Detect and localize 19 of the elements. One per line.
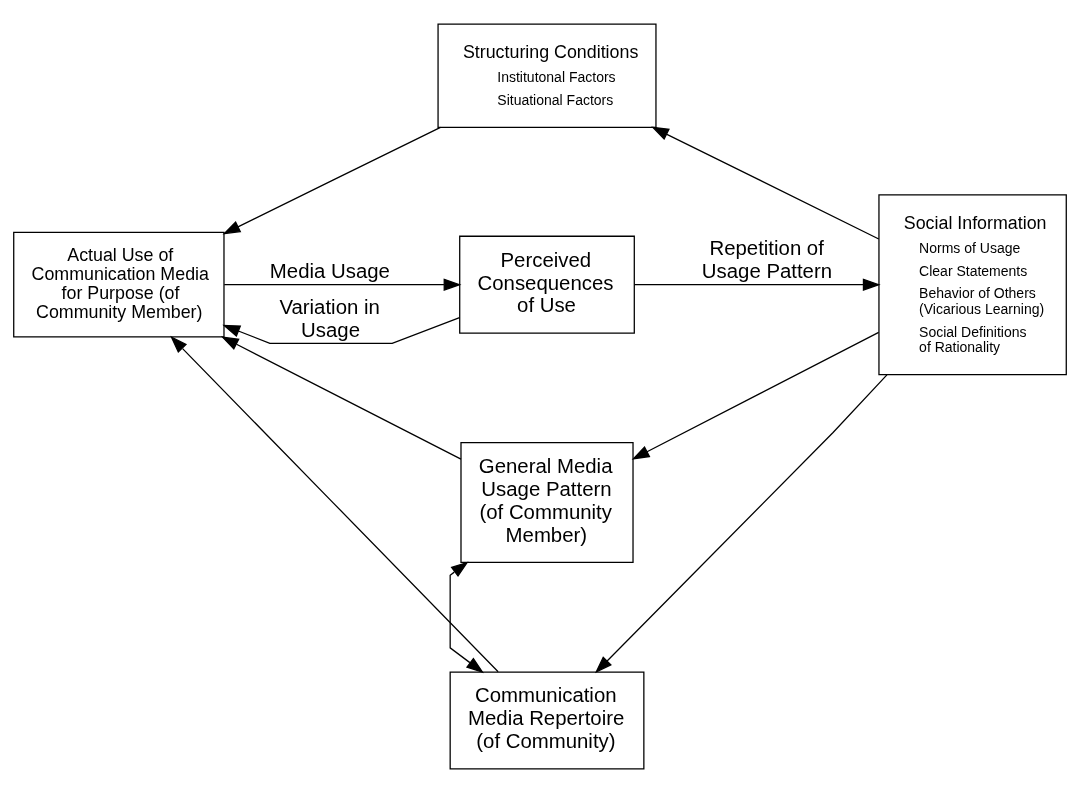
- arrow: [651, 126, 880, 240]
- arrow: [170, 335, 499, 672]
- arrow: [222, 126, 442, 234]
- edge-label: Media Usage: [269, 259, 390, 282]
- arrow: [220, 335, 462, 460]
- arrow: [594, 373, 888, 673]
- node-box: Social Information Norms of Usage Clear Statements Behavior of Others (Vicarious Learning) Social Definitions of Rationality: [878, 193, 1067, 375]
- node-box: General Media Usage Pattern (of Community Member): [460, 441, 634, 563]
- arrow: [223, 277, 462, 291]
- edge-label: Repetition of Usage Pattern: [701, 236, 833, 282]
- arrow: [631, 331, 880, 460]
- node-box: Structuring Conditions Institutonal Factors Situational Factors: [437, 22, 657, 128]
- edge-label: Variation in Usage: [279, 295, 380, 341]
- arrow: [449, 560, 484, 673]
- node-box: Perceived Consequences of Use: [459, 235, 635, 334]
- arrow: [222, 316, 461, 344]
- arrow: [633, 277, 881, 291]
- node-box: Communication Media Repertoire (of Community): [449, 670, 645, 770]
- node-box: Actual Use of Communication Media for Purpose (of Community Member): [13, 231, 225, 338]
